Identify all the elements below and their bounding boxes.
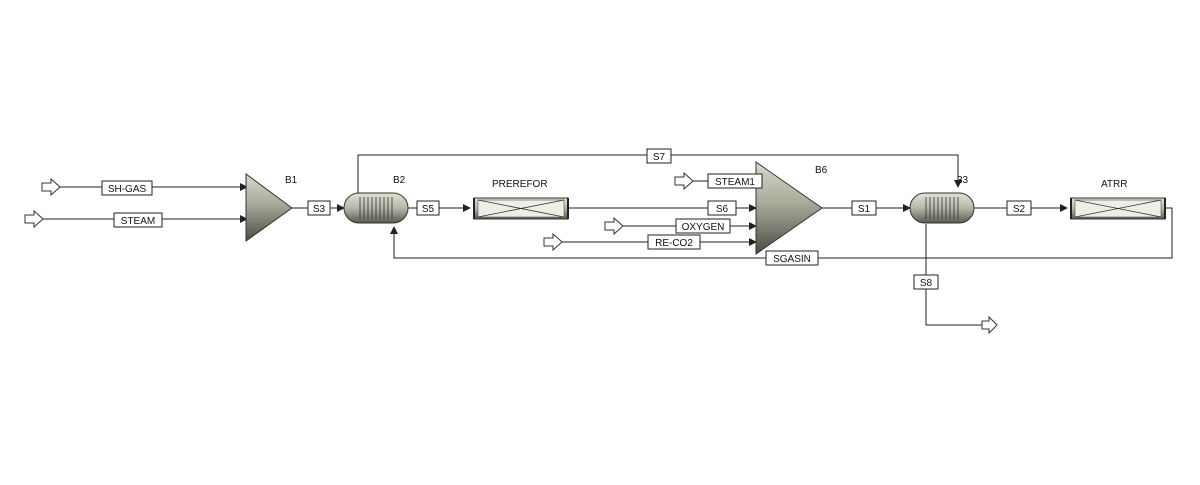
svg-text:S2: S2 <box>1013 204 1026 215</box>
stream-label-s7[interactable]: S7 <box>646 148 672 164</box>
steam1-feed-arrow-icon <box>674 171 694 191</box>
block-label-b1: B1 <box>285 175 298 186</box>
stream-s8-line[interactable] <box>925 224 982 326</box>
stream-label-steam1[interactable]: STEAM1 <box>707 173 763 189</box>
steam-feed-arrow-icon <box>24 209 44 229</box>
svg-text:STEAM1: STEAM1 <box>715 177 755 188</box>
svg-text:OXYGEN: OXYGEN <box>682 222 725 233</box>
reactor-atrr-icon[interactable] <box>1070 197 1166 220</box>
block-label-b6: B6 <box>815 165 828 176</box>
block-label-33: 33 <box>957 175 969 186</box>
svg-text:S5: S5 <box>422 204 435 215</box>
s8-product-arrow-icon <box>981 315 998 335</box>
stream-label-re-co2[interactable]: RE-CO2 <box>647 234 701 250</box>
mixer-b1-icon[interactable] <box>245 173 293 242</box>
re-co2-feed-arrow-icon <box>543 232 563 252</box>
stream-label-steam[interactable]: STEAM <box>113 212 163 228</box>
svg-text:RE-CO2: RE-CO2 <box>655 238 693 249</box>
heat-exchanger-33-icon[interactable] <box>909 192 975 224</box>
stream-label-sgasin[interactable]: SGASIN <box>765 250 819 266</box>
stream-label-sh-gas[interactable]: SH-GAS <box>101 180 153 196</box>
stream-label-s3[interactable]: S3 <box>307 200 331 216</box>
reactor-prerefor-icon[interactable] <box>473 197 569 220</box>
stream-sgasin-line[interactable] <box>390 207 1173 259</box>
svg-text:S7: S7 <box>653 152 666 163</box>
svg-text:S1: S1 <box>858 204 871 215</box>
svg-text:SH-GAS: SH-GAS <box>108 184 147 195</box>
mixer-b6-icon[interactable] <box>755 161 823 255</box>
stream-label-s6[interactable]: S6 <box>707 200 737 216</box>
stream-label-s5[interactable]: S5 <box>416 200 440 216</box>
svg-text:SGASIN: SGASIN <box>773 254 811 265</box>
block-label-b2: B2 <box>393 175 406 186</box>
svg-text:S3: S3 <box>313 204 326 215</box>
stream-label-oxygen[interactable]: OXYGEN <box>675 218 731 234</box>
block-label-atrr: ATRR <box>1101 179 1127 190</box>
block-label-prerefor: PREREFOR <box>492 179 548 190</box>
svg-text:S6: S6 <box>716 204 729 215</box>
stream-label-s1[interactable]: S1 <box>851 200 877 216</box>
heat-exchanger-b2-icon[interactable] <box>343 192 409 224</box>
sh-gas-feed-arrow-icon <box>41 177 61 197</box>
svg-text:STEAM: STEAM <box>121 216 155 227</box>
oxygen-feed-arrow-icon <box>604 216 624 236</box>
stream-label-s8[interactable]: S8 <box>913 274 939 290</box>
svg-text:S8: S8 <box>920 278 933 289</box>
stream-label-s2[interactable]: S2 <box>1006 200 1032 216</box>
